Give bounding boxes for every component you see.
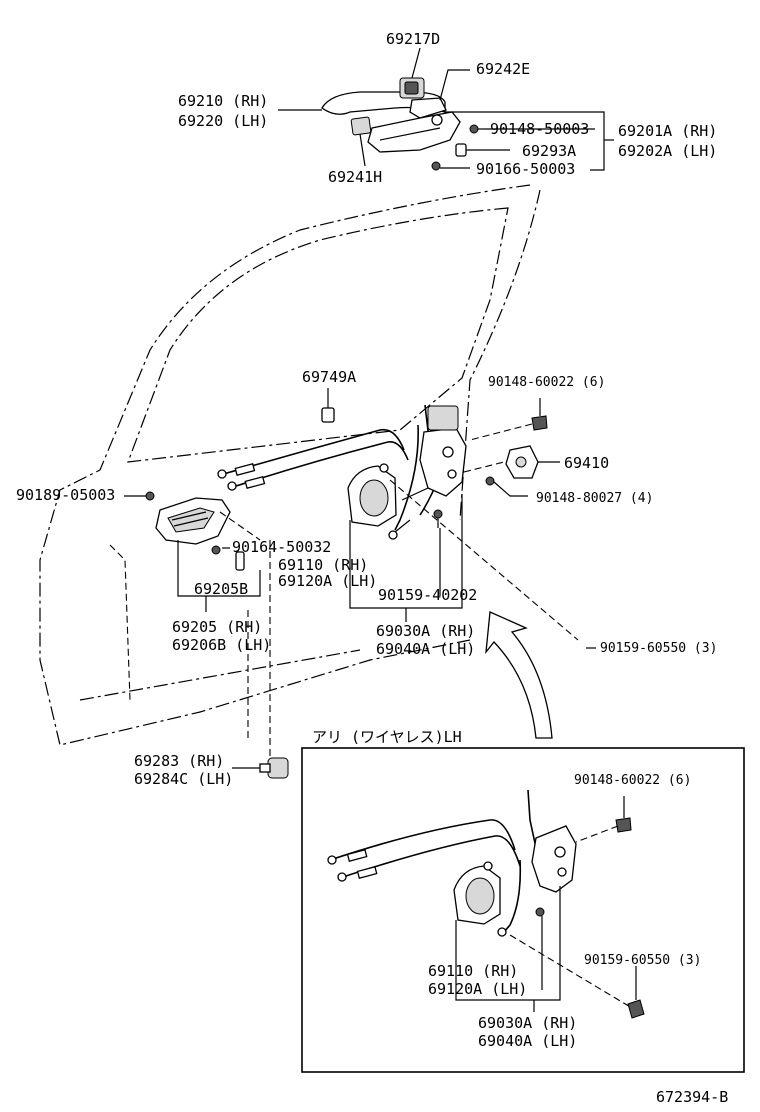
- inset-screw-icon: [535, 907, 545, 917]
- label-69206B: 69206B (LH): [172, 636, 271, 654]
- inset-wireless-lh: [301, 747, 745, 1073]
- label-69217D: 69217D: [386, 30, 440, 48]
- inset-pointer-arrow: [485, 611, 553, 739]
- label-90164-50032: 90164-50032: [232, 538, 331, 556]
- label-69410: 69410: [564, 454, 609, 472]
- label-69110: 69110 (RH): [278, 556, 368, 574]
- screw-90148-80027-icon: [485, 476, 495, 486]
- inside-handle-assembly: [145, 491, 271, 760]
- label-69293A: 69293A: [522, 142, 576, 160]
- outside-handle-assembly: [321, 77, 484, 171]
- label-69201A: 69201A (RH): [618, 122, 717, 140]
- label-90159-40202: 90159-40202: [378, 586, 477, 604]
- screw-90164-50032-icon: [211, 545, 221, 555]
- label-69220: 69220 (LH): [178, 112, 268, 130]
- inset-title: アリ (ワイヤレス)LH: [312, 728, 462, 746]
- inset-label-90159-60550: 90159-60550 (3): [584, 953, 701, 968]
- inset-screw-90159-60550-icon: [627, 999, 645, 1019]
- label-69284C: 69284C (LH): [134, 770, 233, 788]
- label-69040A: 69040A (LH): [376, 640, 475, 658]
- inset-screw-90148-60022-icon: [615, 817, 632, 833]
- label-90148-50003: 90148-50003: [490, 120, 589, 138]
- label-69120A: 69120A (LH): [278, 572, 377, 590]
- screw-90166-50003-icon: [431, 161, 441, 171]
- label-69030A: 69030A (RH): [376, 622, 475, 640]
- clip-69293A-icon: [455, 143, 467, 157]
- label-90166-50003: 90166-50003: [476, 160, 575, 178]
- inset-label-69120A: 69120A (LH): [428, 980, 527, 998]
- inset-lock-body: [531, 825, 577, 893]
- inset-label-69030A: 69030A (RH): [478, 1014, 577, 1032]
- key-cylinder: [232, 757, 289, 779]
- label-69210: 69210 (RH): [178, 92, 268, 110]
- inset-label-90148-60022: 90148-60022 (6): [574, 773, 691, 788]
- label-69241H: 69241H: [328, 168, 382, 186]
- drawing-number: 672394-B: [656, 1088, 728, 1106]
- lock-assembly: [217, 392, 548, 540]
- door-lock-body: [419, 427, 467, 497]
- leaders-center: [124, 388, 596, 649]
- handle-cover: [409, 97, 447, 119]
- door-outline: [39, 184, 541, 746]
- handle-frame: [367, 111, 461, 153]
- part-labels: 69217D 69242E 69210 (RH) 69220 (LH) 9014…: [16, 30, 717, 788]
- label-90148-60022: 90148-60022 (6): [488, 375, 605, 390]
- label-69205B: 69205B: [194, 580, 248, 598]
- clip-69749A-icon: [321, 392, 335, 423]
- label-69202A: 69202A (LH): [618, 142, 717, 160]
- screw-90189-05003-icon: [145, 491, 155, 501]
- screw-69205B-icon: [235, 551, 245, 571]
- screw-90159-40202-icon: [433, 509, 443, 528]
- label-90159-60550: 90159-60550 (3): [600, 641, 717, 656]
- label-69749A: 69749A: [302, 368, 356, 386]
- leaders-top: [278, 47, 614, 171]
- label-90148-80027: 90148-80027 (4): [536, 491, 653, 506]
- inset-label-69040A: 69040A (LH): [478, 1032, 577, 1050]
- inset-label-69110: 69110 (RH): [428, 962, 518, 980]
- handle-pad: [350, 116, 372, 136]
- inset-labels: アリ (ワイヤレス)LH 90148-60022 (6) 90159-60550…: [312, 728, 701, 1050]
- screw-90148-50003-icon: [469, 124, 484, 134]
- label-69205: 69205 (RH): [172, 618, 262, 636]
- label-69283: 69283 (RH): [134, 752, 224, 770]
- screw-90148-60022-icon: [531, 415, 548, 431]
- label-90189-05003: 90189-05003: [16, 486, 115, 504]
- label-69242E: 69242E: [476, 60, 530, 78]
